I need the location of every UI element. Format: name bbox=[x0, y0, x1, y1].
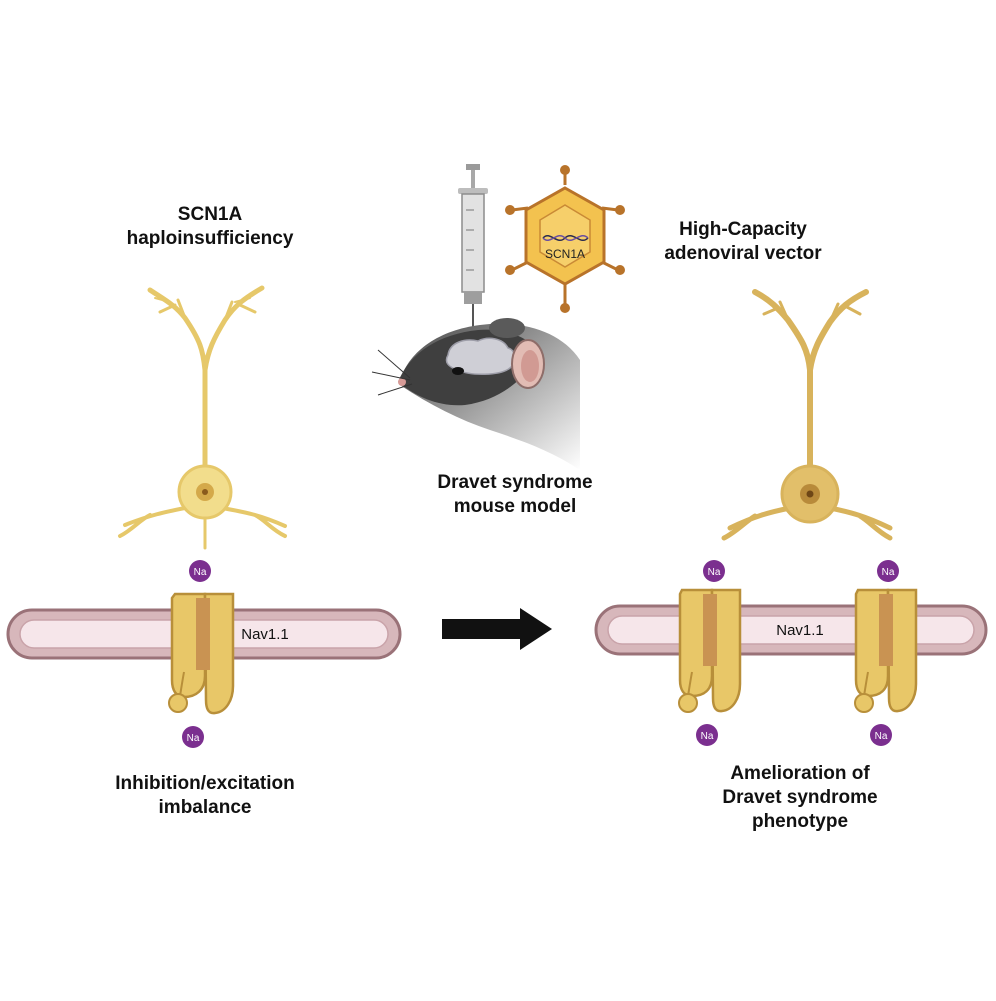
sodium-ion-right-bottom-2: Na bbox=[870, 724, 892, 746]
svg-text:Na: Na bbox=[875, 731, 888, 742]
label-line: Dravet syndrome bbox=[722, 787, 878, 808]
svg-text:Na: Na bbox=[187, 733, 200, 744]
mouse-ear-back bbox=[489, 318, 525, 338]
label-amelioration: Amelioration of Dravet syndrome phenotyp… bbox=[700, 762, 900, 834]
sodium-ion-right-top-1: Na bbox=[703, 560, 725, 582]
sodium-ion-left-top: Na bbox=[189, 560, 211, 582]
label-line: Amelioration of bbox=[730, 763, 870, 784]
adenovirus: SCN1A bbox=[505, 165, 625, 313]
label-line: SCN1A bbox=[177, 204, 243, 225]
label-mouse-model: Dravet syndrome mouse model bbox=[415, 471, 615, 519]
sodium-ion-right-bottom-1: Na bbox=[696, 724, 718, 746]
nav-channel-right-1 bbox=[678, 588, 742, 713]
svg-text:Na: Na bbox=[701, 731, 714, 742]
label-line: haploinsufficiency bbox=[126, 228, 294, 249]
label-imbalance: Inhibition/excitation imbalance bbox=[90, 772, 320, 820]
label-line: imbalance bbox=[158, 797, 252, 818]
sodium-ion-left-bottom: Na bbox=[182, 726, 204, 748]
sodium-ion-right-top-2: Na bbox=[877, 560, 899, 582]
nav-label-left: Nav1.1 bbox=[241, 626, 289, 643]
svg-text:Na: Na bbox=[194, 567, 207, 578]
nav-channel-left bbox=[168, 592, 235, 715]
neuron-left bbox=[118, 285, 287, 550]
label-line: adenoviral vector bbox=[664, 243, 822, 264]
nav-label-right: Nav1.1 bbox=[776, 622, 824, 639]
svg-text:Na: Na bbox=[708, 567, 721, 578]
label-scn1a-haploinsufficiency: SCN1A haploinsufficiency bbox=[110, 203, 310, 251]
label-line: phenotype bbox=[751, 811, 849, 832]
transition-arrow bbox=[442, 608, 552, 650]
syringe bbox=[458, 164, 488, 350]
virus-gene-label: SCN1A bbox=[545, 247, 585, 261]
label-line: Inhibition/excitation bbox=[115, 773, 295, 794]
label-line: Dravet syndrome bbox=[437, 472, 593, 493]
svg-text:Na: Na bbox=[882, 567, 895, 578]
mouse-eye bbox=[452, 367, 464, 375]
nav-channel-right-2 bbox=[854, 588, 918, 713]
label-line: mouse model bbox=[453, 496, 577, 517]
label-adenoviral-vector: High-Capacity adenoviral vector bbox=[628, 218, 858, 266]
label-line: High-Capacity bbox=[679, 219, 807, 240]
mouse-head bbox=[371, 318, 580, 470]
